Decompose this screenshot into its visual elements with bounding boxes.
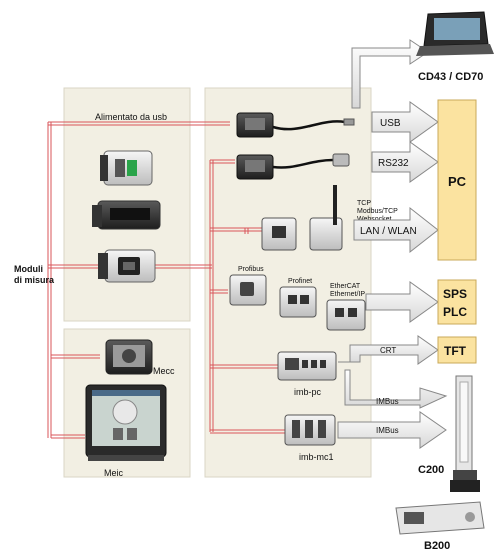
- wlan-module: [309, 185, 343, 251]
- arrow-imbus-1: [344, 369, 448, 409]
- tft-box: [437, 336, 477, 364]
- mecc-label: Mecc: [153, 366, 175, 376]
- pc-label: PC: [448, 174, 467, 189]
- arrow-imbus-2-label: IMBus: [376, 426, 399, 435]
- meic-device: [85, 384, 167, 461]
- usb-module: [236, 112, 274, 138]
- imb-pc-label: imb-pc: [294, 387, 322, 397]
- module-display-device: [100, 150, 153, 186]
- arrow-rs232: [371, 141, 439, 183]
- imb-pc-module: [277, 351, 337, 381]
- arrow-usb-label: USB: [380, 118, 401, 129]
- meic-label: Meic: [104, 468, 124, 478]
- plc-label: PLC: [443, 305, 467, 319]
- rs232-cable: [272, 158, 334, 169]
- profinet-label: Profinet: [288, 278, 312, 285]
- usb-power-label: Alimentato da usb: [95, 112, 167, 122]
- profibus-label: Profibus: [238, 266, 264, 273]
- usb-cable: [272, 120, 346, 131]
- arrow-cd: [351, 39, 429, 109]
- wiring: [47, 121, 285, 439]
- cd-device: [416, 11, 494, 56]
- arrow-imbus-1-label: IMBus: [376, 397, 399, 406]
- c200-label: C200: [418, 464, 444, 476]
- pc-box: [437, 99, 477, 261]
- lan-module: [261, 217, 297, 251]
- mecc-device: [105, 339, 153, 375]
- sps-plc-box: [437, 279, 477, 325]
- module-power-device: [98, 249, 156, 283]
- imb-mc1-label: imb-mc1: [299, 452, 334, 462]
- module-dark-device: [92, 200, 161, 230]
- tft-label: TFT: [444, 344, 467, 358]
- b200-label: B200: [424, 540, 450, 552]
- arrow-rs232-label: RS232: [378, 158, 409, 169]
- rs232-module: [236, 154, 274, 180]
- c200-device: [450, 375, 480, 492]
- profinet-module: [279, 286, 317, 318]
- b200-device: [395, 501, 485, 535]
- arrow-lan: [353, 206, 439, 254]
- arrow-usb: [371, 101, 439, 143]
- arrow-lan-label: LAN / WLAN: [360, 226, 417, 237]
- ethercat-module: [326, 299, 366, 331]
- sps-label: SPS: [443, 287, 467, 301]
- imb-mc1-module: [284, 414, 336, 446]
- arrow-fieldbus: [365, 281, 439, 323]
- arrow-crt-label: CRT: [380, 346, 396, 355]
- arrow-imbus-2: [337, 411, 447, 449]
- cd-label: CD43 / CD70: [418, 71, 483, 83]
- profibus-module: [229, 274, 267, 306]
